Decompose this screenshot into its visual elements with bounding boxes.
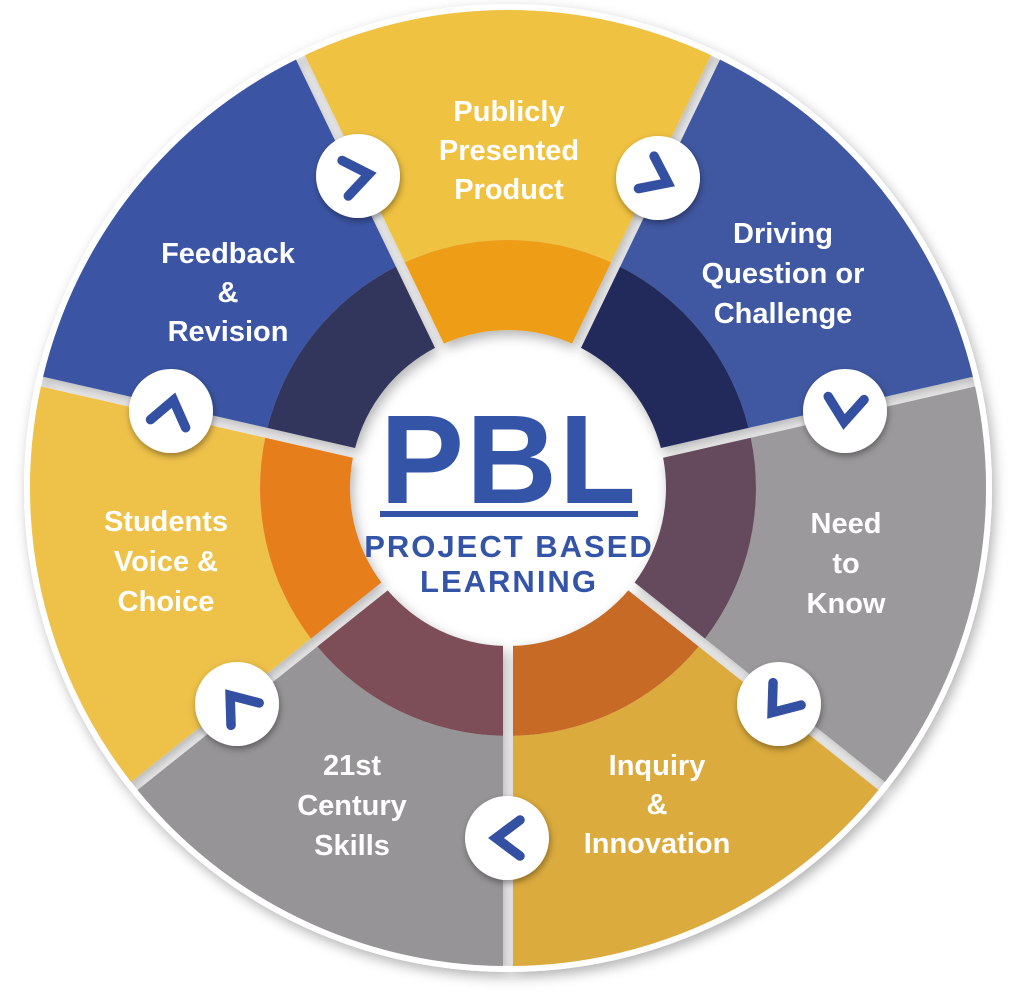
center-hub: PBL PROJECT BASED LEARNING: [364, 389, 654, 599]
segment-label-line: to: [832, 548, 859, 580]
segment-feedback-and-revision-outer-band: [43, 59, 396, 428]
segment-inquiry-and-innovation-inner-band: [513, 590, 699, 736]
segment-label-line: Feedback: [161, 238, 296, 270]
flow-chevron-icon: [823, 391, 869, 430]
segment-label-line: Need: [811, 508, 882, 540]
connector-circle: [316, 134, 400, 218]
segment-21st-century-skills-inner-band: [317, 590, 503, 736]
segment-label-line: Century: [297, 790, 407, 822]
connector-circle: [737, 662, 821, 746]
flow-chevron-icon: [488, 815, 525, 861]
flow-chevron-icon: [225, 689, 264, 731]
segment-driving-question-or-challenge-inner-band: [581, 266, 749, 448]
connector-circle: [465, 796, 549, 880]
segment-label-line: Choice: [118, 586, 215, 618]
segment-label-line: Innovation: [584, 828, 731, 860]
segment-students-voice-and-choice-inner-band: [260, 437, 382, 639]
segment-label-line: Driving: [733, 218, 833, 250]
segment-label-line: Know: [807, 588, 886, 620]
connector-circle: [616, 136, 700, 220]
segment-driving-question-or-challenge-outer-band: [620, 59, 973, 428]
segment-label-line: Product: [454, 174, 564, 206]
connector-circle: [129, 369, 213, 453]
flow-chevron-icon: [337, 155, 377, 201]
segment-label-line: &: [647, 789, 668, 821]
wheel-outer-rim: [24, 4, 992, 972]
segment-feedback-and-revision-inner-band: [267, 266, 435, 448]
center-acronym: PBL: [380, 389, 638, 530]
segment-publicly-presented-product-inner-band: [404, 239, 612, 344]
segment-label-line: Challenge: [714, 298, 853, 330]
segment-label-line: Revision: [168, 316, 289, 348]
segment-label-line: Students: [104, 506, 228, 538]
segment-need-to-know-inner-band: [634, 437, 756, 639]
flow-connectors: [129, 134, 887, 880]
segment-label-line: Skills: [314, 830, 390, 862]
segment-label-line: 21st: [323, 750, 381, 782]
segment-label-line: Presented: [439, 135, 579, 167]
segment-label-line: Inquiry: [609, 750, 706, 782]
flow-chevron-icon: [145, 392, 191, 433]
center-subtitle-line-2: LEARNING: [420, 564, 598, 599]
segment-label-line: Publicly: [453, 96, 564, 128]
segment-label-line: Voice &: [114, 546, 218, 578]
center-subtitle-line-1: PROJECT BASED: [364, 529, 654, 564]
center-divider: [380, 511, 638, 517]
flow-chevron-icon: [633, 151, 676, 194]
segment-label-line: &: [218, 277, 239, 309]
flow-chevron-icon: [767, 677, 806, 719]
connector-circle: [195, 662, 279, 746]
segment-labels: Publicly Presented Product Driving Quest…: [104, 96, 886, 862]
segment-publicly-presented-product-outer-band: [304, 10, 712, 263]
segment-label-line: Question or: [702, 258, 865, 290]
connector-circle: [803, 369, 887, 453]
